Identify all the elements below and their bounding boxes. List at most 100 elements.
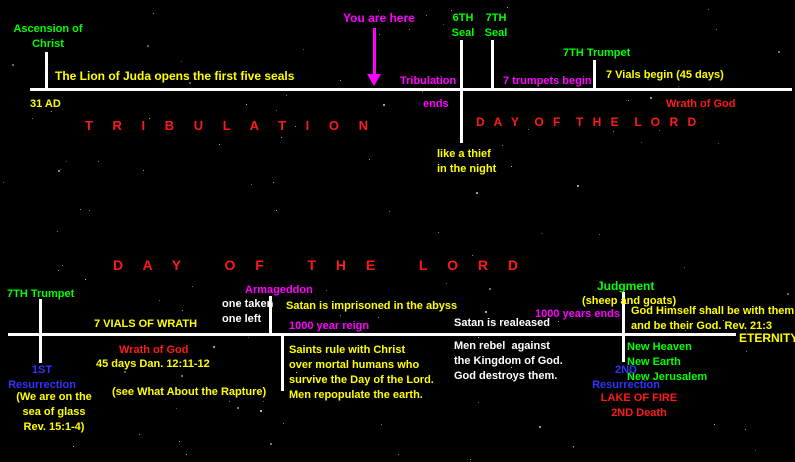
star-dot	[641, 142, 642, 143]
star-dot	[340, 80, 341, 81]
you-are-here-arrow-head	[367, 74, 381, 86]
star-dot	[149, 118, 150, 119]
star-dot	[650, 97, 652, 99]
star-dot	[12, 64, 14, 66]
star-dot	[176, 408, 177, 409]
star-dot	[558, 321, 559, 322]
star-dot	[192, 286, 193, 287]
star-dot	[647, 78, 649, 80]
label-1000-year-reign: 1000 year reign	[289, 320, 370, 332]
label-sheep-and-goats: (sheep and goats)	[582, 295, 677, 307]
tick-armageddon	[269, 296, 272, 334]
star-dot	[714, 424, 715, 425]
label-7-vials-of-wrath: 7 VIALS OF WRATH	[94, 318, 198, 330]
star-dot	[613, 131, 614, 132]
star-dot	[443, 24, 444, 25]
star-dot	[628, 100, 629, 101]
label-7-trumpets-begin: 7 trumpets begin	[503, 75, 592, 87]
label-you-are-here: You are here	[343, 11, 415, 25]
star-dot	[511, 367, 512, 368]
star-dot	[684, 267, 685, 268]
star-dot	[659, 130, 660, 131]
label-eternity: ETERNITY	[739, 331, 795, 345]
star-dot	[186, 454, 187, 455]
star-dot	[251, 184, 252, 185]
star-dot	[286, 95, 287, 96]
star-dot	[379, 34, 380, 35]
timeline-bottom	[8, 333, 736, 336]
star-dot	[60, 169, 61, 170]
star-dot	[389, 211, 390, 212]
star-dot	[716, 29, 717, 30]
star-dot	[470, 459, 471, 460]
star-dot	[326, 290, 327, 291]
star-dot	[718, 143, 719, 144]
star-dot	[159, 300, 160, 301]
star-dot	[237, 303, 239, 305]
star-dot	[446, 283, 447, 284]
star-dot	[539, 426, 541, 428]
star-dot	[270, 443, 272, 445]
label-1st-resurrection: 1ST Resurrection	[8, 364, 76, 391]
label-like-a-thief: like a thief in the night	[437, 148, 497, 175]
star-dot	[573, 447, 574, 448]
star-dot	[181, 61, 182, 62]
tick-judgment	[622, 292, 625, 334]
label-tribulation: Tribulation	[400, 75, 457, 87]
star-dot	[126, 364, 127, 365]
star-dot	[3, 182, 4, 183]
label-31-ad: 31 AD	[30, 98, 61, 110]
label-45-days: 45 days Dan. 12:11-12	[96, 358, 210, 370]
star-dot	[73, 446, 74, 447]
label-one-taken-one-left: one taken one left	[222, 298, 274, 325]
star-dot	[577, 185, 579, 187]
star-dot	[71, 409, 72, 410]
star-dot	[381, 424, 382, 425]
star-dot	[485, 311, 487, 313]
star-dot	[229, 401, 230, 402]
star-dot	[502, 145, 503, 146]
era-label-day-of-the-lord-bottom: D A Y O F T H E L O R D	[113, 257, 526, 273]
star-dot	[98, 161, 99, 162]
star-dot	[260, 410, 262, 412]
tick-7th-trumpet-bottom	[39, 299, 42, 363]
star-dot	[66, 161, 67, 162]
star-dot	[505, 17, 506, 18]
star-dot	[755, 450, 756, 451]
star-dot	[124, 371, 126, 373]
star-dot	[248, 337, 249, 338]
star-dot	[237, 407, 239, 409]
star-dot	[378, 10, 379, 11]
label-saints-rule: Saints rule with Christ over mortal huma…	[289, 344, 434, 401]
label-satan-released: Satan is realeased	[454, 317, 551, 329]
star-dot	[636, 362, 637, 363]
star-dot	[32, 118, 33, 119]
star-dot	[148, 387, 149, 388]
label-wrath-of-god-top: Wrath of God	[666, 98, 736, 110]
star-dot	[147, 45, 149, 47]
label-lake-of-fire: LAKE OF FIRE 2ND Death	[600, 392, 678, 419]
star-dot	[58, 170, 60, 172]
star-dot	[507, 7, 508, 8]
you-are-here-arrow-shaft	[373, 28, 376, 75]
label-7-vials-begin: 7 Vials begin (45 days)	[606, 69, 724, 81]
star-dot	[276, 210, 277, 211]
label-satan-imprisoned: Satan is imprisoned in the abyss	[286, 300, 458, 312]
label-lion-opens-seals: The Lion of Juda opens the first five se…	[55, 69, 295, 83]
tick-ascension	[45, 52, 48, 90]
star-dot	[296, 372, 297, 373]
label-7th-trumpet-top: 7TH Trumpet	[563, 47, 631, 59]
star-dot	[263, 401, 264, 402]
star-dot	[745, 429, 746, 430]
tick-millennium-start-below	[281, 336, 284, 391]
star-dot	[139, 434, 140, 435]
star-dot	[478, 337, 479, 338]
star-dot	[85, 279, 86, 280]
star-dot	[153, 13, 154, 14]
star-dot	[57, 231, 58, 232]
star-dot	[273, 182, 274, 183]
star-dot	[500, 359, 501, 360]
star-dot	[489, 288, 491, 290]
label-7th-trumpet-bottom: 7TH Trumpet	[7, 288, 75, 300]
label-wrath-of-god-bottom: Wrath of God	[119, 344, 189, 356]
